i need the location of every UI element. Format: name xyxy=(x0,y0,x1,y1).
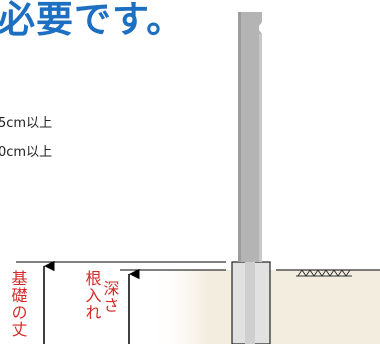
page-heading: 必要です。 xyxy=(0,0,185,41)
ground-hatch-icon xyxy=(296,269,352,277)
post xyxy=(238,12,262,344)
spec-line-1: 5cm以上 xyxy=(0,116,53,131)
embed-depth-label-1: 根入れ xyxy=(83,270,102,321)
embed-depth-label-2: 深さ xyxy=(101,280,120,314)
spec-line-2: 0cm以上 xyxy=(0,145,53,160)
foundation-height-label: 基礎の丈 xyxy=(9,270,28,338)
